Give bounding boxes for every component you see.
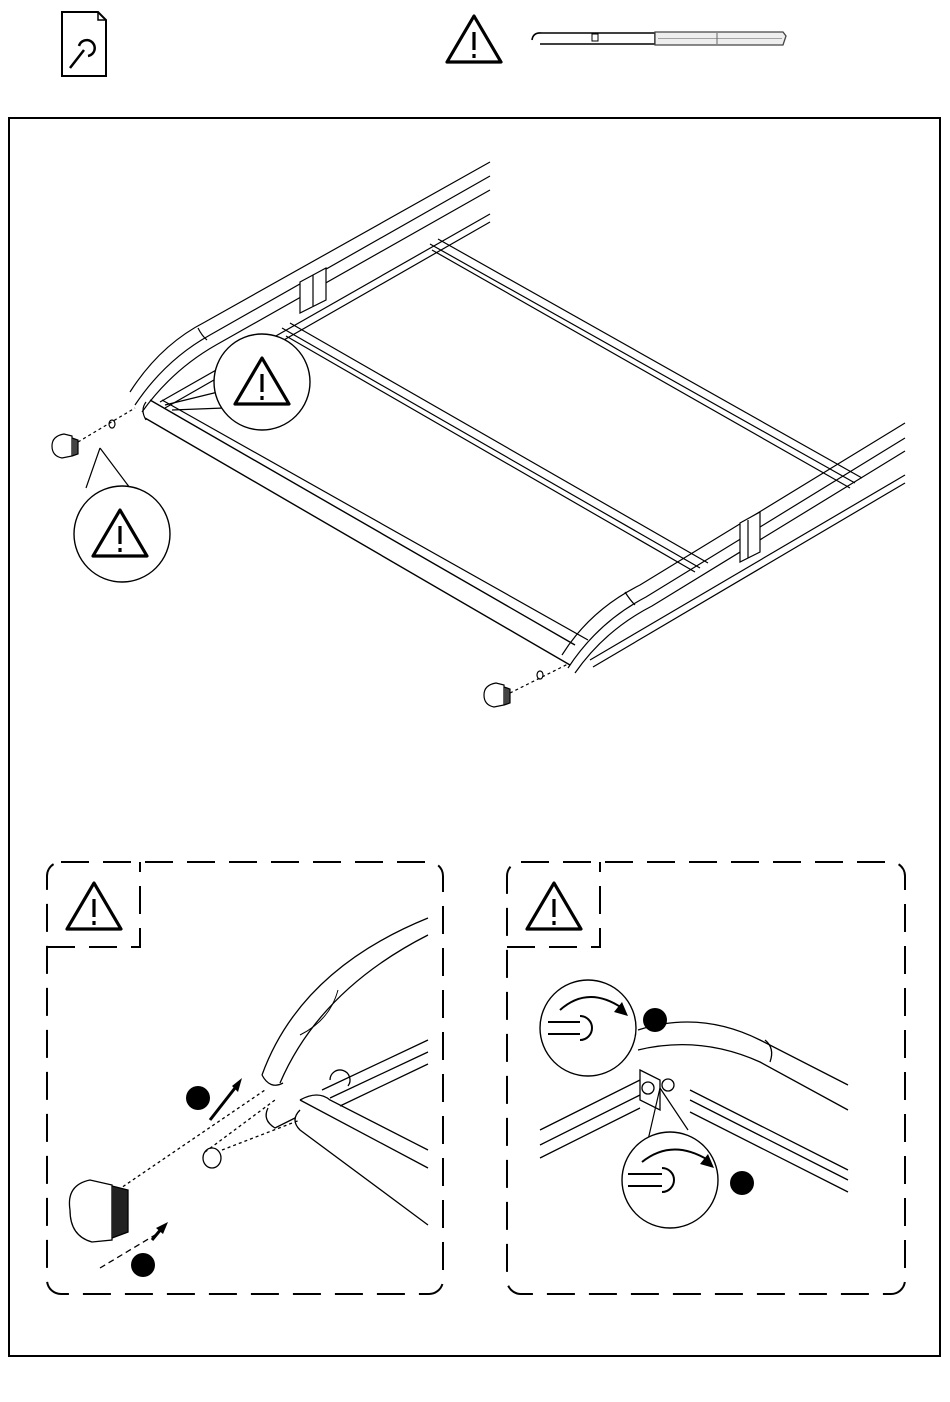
warning-triangle-icon (67, 883, 121, 929)
main-instruction-panel (9, 118, 940, 1356)
step-1-marker (186, 1086, 210, 1110)
step-2-marker (131, 1253, 155, 1277)
end-cap-insertion-detail (69, 918, 428, 1268)
rotation-callout-top (540, 980, 636, 1076)
callout-warning-left (74, 448, 170, 582)
detail-panel-left (47, 862, 443, 1294)
warning-triangle-icon (527, 883, 581, 929)
step-2-marker (730, 1171, 754, 1195)
detail-panel-right (507, 862, 905, 1294)
callout-warning-top (165, 334, 310, 430)
long-wrench-tool-icon (532, 32, 786, 45)
wrench-document-icon (62, 12, 106, 76)
warning-triangle-icon (447, 16, 501, 62)
rotation-callout-bottom (622, 1088, 718, 1228)
treadmill-deck-frame (52, 162, 905, 707)
step-1-marker (643, 1008, 667, 1032)
